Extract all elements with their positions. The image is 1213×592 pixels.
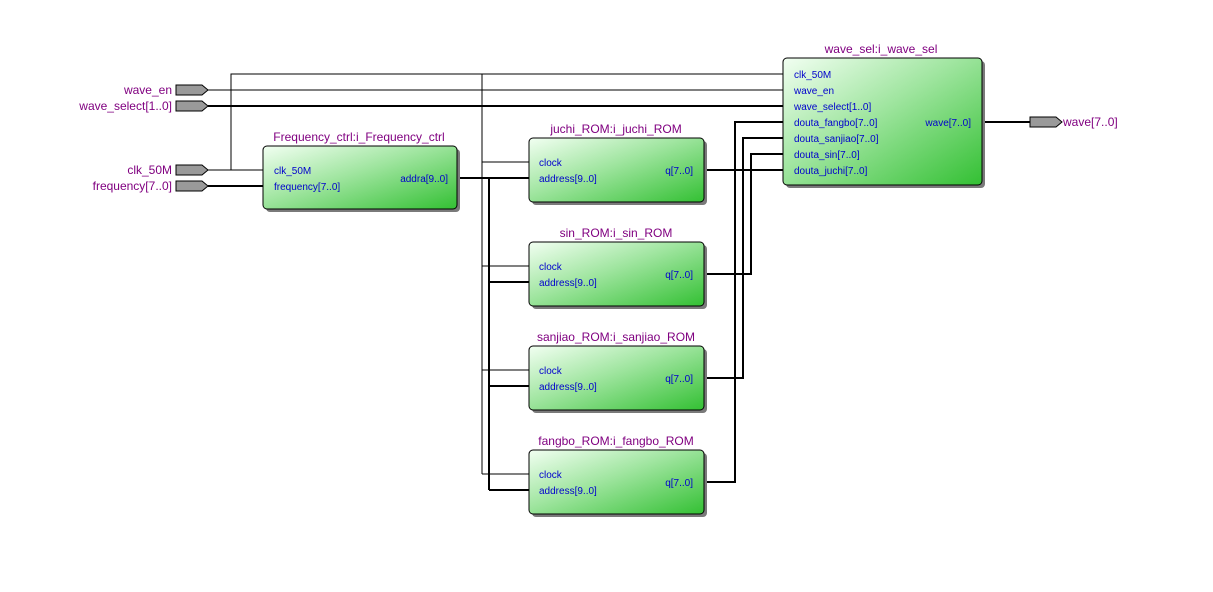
- port-clock: clock: [539, 262, 563, 273]
- input-pins: wave_en wave_select[1..0] clk_50M freque…: [78, 83, 209, 193]
- port-frequency: frequency[7..0]: [274, 182, 340, 193]
- port-clock: clock: [539, 366, 563, 377]
- port-clock: clock: [539, 470, 563, 481]
- block-body: [262, 145, 458, 210]
- port-q: q[7..0]: [665, 270, 693, 281]
- block-title: sin_ROM:i_sin_ROM: [560, 226, 673, 240]
- output-pin-wave[interactable]: wave[7..0]: [1029, 115, 1118, 129]
- wires: [208, 73, 1030, 491]
- block-sanjiao-rom[interactable]: sanjiao_ROM:i_sanjiao_ROM clock address[…: [528, 330, 707, 413]
- pin-label-wave-en: wave_en: [123, 83, 172, 97]
- pin-shape: [175, 100, 209, 112]
- pin-shape: [175, 164, 209, 176]
- block-wave-sel[interactable]: wave_sel:i_wave_sel clk_50M wave_en wave…: [782, 42, 985, 188]
- pin-label-wave-out: wave[7..0]: [1062, 115, 1118, 129]
- pin-shape: [1029, 116, 1063, 128]
- port-douta-fangbo: douta_fangbo[7..0]: [794, 118, 878, 129]
- port-q: q[7..0]: [665, 478, 693, 489]
- block-body: [528, 241, 705, 307]
- input-pin-frequency[interactable]: frequency[7..0]: [93, 179, 209, 193]
- pin-shape: [175, 84, 209, 96]
- port-address: address[9..0]: [539, 174, 597, 185]
- port-clk-50m: clk_50M: [794, 70, 831, 81]
- block-title: sanjiao_ROM:i_sanjiao_ROM: [537, 330, 695, 344]
- port-q: q[7..0]: [665, 166, 693, 177]
- block-frequency-ctrl[interactable]: Frequency_ctrl:i_Frequency_ctrl clk_50M …: [262, 130, 460, 212]
- block-body: [782, 57, 983, 186]
- port-address: address[9..0]: [539, 486, 597, 497]
- port-address: address[9..0]: [539, 278, 597, 289]
- bus-sanjiao-q: [704, 137, 784, 379]
- block-title: wave_sel:i_wave_sel: [824, 42, 938, 56]
- port-q: q[7..0]: [665, 374, 693, 385]
- block-title: Frequency_ctrl:i_Frequency_ctrl: [273, 130, 444, 144]
- block-title: juchi_ROM:i_juchi_ROM: [549, 122, 681, 136]
- port-addra: addra[9..0]: [400, 174, 448, 185]
- port-wave-en: wave_en: [793, 86, 834, 97]
- port-clock: clock: [539, 158, 563, 169]
- block-body: [528, 449, 705, 515]
- bus-sin-q: [704, 153, 784, 275]
- block-fangbo-rom[interactable]: fangbo_ROM:i_fangbo_ROM clock address[9.…: [528, 434, 707, 517]
- pin-label-clk-50m: clk_50M: [127, 163, 172, 177]
- block-body: [528, 137, 705, 203]
- port-wave-out: wave[7..0]: [924, 118, 971, 129]
- pin-shape: [175, 180, 209, 192]
- input-pin-wave-en[interactable]: wave_en: [123, 83, 209, 97]
- block-body: [528, 345, 705, 411]
- port-douta-sanjiao: douta_sanjiao[7..0]: [794, 134, 879, 145]
- block-sin-rom[interactable]: sin_ROM:i_sin_ROM clock address[9..0] q[…: [528, 226, 707, 309]
- bus-fangbo-q: [704, 121, 784, 483]
- block-title: fangbo_ROM:i_fangbo_ROM: [538, 434, 693, 448]
- block-juchi-rom[interactable]: juchi_ROM:i_juchi_ROM clock address[9..0…: [528, 122, 707, 205]
- wire-clk-riser: [230, 73, 784, 170]
- port-address: address[9..0]: [539, 382, 597, 393]
- port-clk-50m: clk_50M: [274, 166, 311, 177]
- input-pin-clk-50m[interactable]: clk_50M: [127, 163, 209, 177]
- port-wave-select: wave_select[1..0]: [793, 102, 871, 113]
- port-douta-sin: douta_sin[7..0]: [794, 150, 860, 161]
- pin-label-frequency: frequency[7..0]: [93, 179, 172, 193]
- input-pin-wave-select[interactable]: wave_select[1..0]: [78, 99, 209, 113]
- pin-label-wave-select: wave_select[1..0]: [78, 99, 172, 113]
- port-douta-juchi: douta_juchi[7..0]: [794, 166, 868, 177]
